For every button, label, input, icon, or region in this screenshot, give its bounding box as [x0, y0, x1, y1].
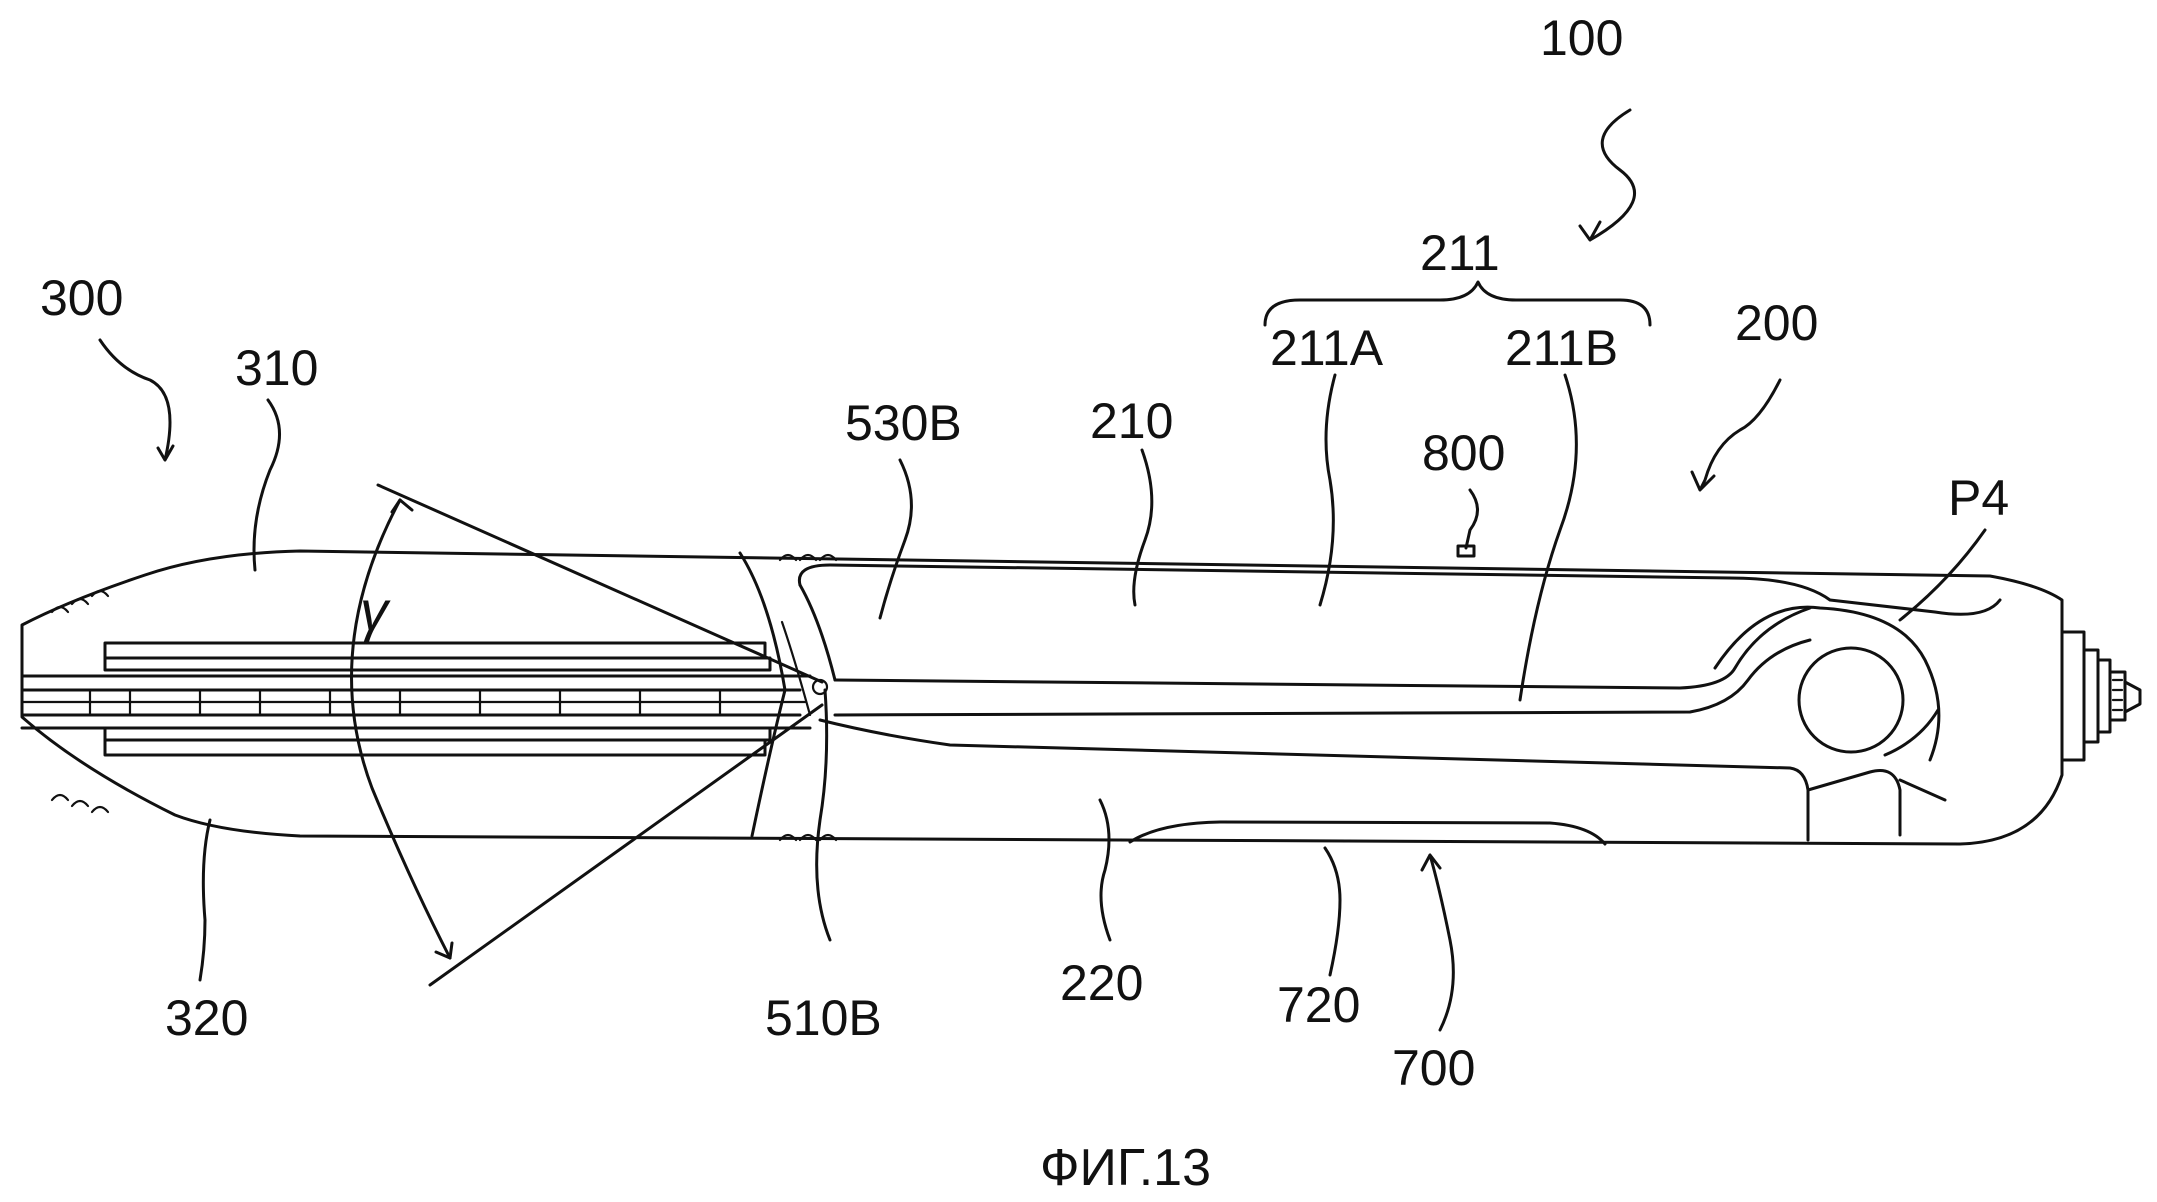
leader-211A — [1318, 373, 1337, 607]
cord-connector — [2060, 630, 2142, 762]
heating-plate-assembly — [20, 641, 829, 757]
label-700: 700 — [1392, 1040, 1475, 1096]
leader-530B — [878, 458, 913, 620]
label-gamma: γ — [360, 579, 391, 642]
label-100: 100 — [1540, 10, 1623, 66]
label-310: 310 — [235, 340, 318, 396]
upper-arm-panel — [797, 563, 2002, 616]
device-drawing — [20, 483, 2142, 987]
label-320: 320 — [165, 990, 248, 1046]
label-211A: 211A — [1270, 320, 1384, 376]
ribs-upper — [50, 553, 838, 842]
leader-210 — [1132, 448, 1154, 607]
leader-700 — [1420, 853, 1455, 1032]
pivot-circle-p4 — [1797, 646, 1905, 754]
label-211: 211 — [1420, 225, 1500, 281]
label-510B: 510B — [765, 990, 882, 1046]
grip-720 — [1128, 820, 1607, 846]
label-211B: 211B — [1505, 320, 1618, 376]
lower-arm-panel — [818, 718, 1810, 842]
label-530B: 530B — [845, 395, 962, 451]
label-800: 800 — [1422, 425, 1505, 481]
reference-labels: 100 211 211A 211B 200 300 310 530B 210 8… — [40, 10, 2009, 1096]
leader-lines — [98, 108, 1987, 1032]
label-300: 300 — [40, 270, 123, 326]
leader-300 — [98, 338, 175, 462]
leader-200 — [1690, 378, 1782, 492]
leader-510B — [815, 688, 832, 942]
leader-211B — [1518, 373, 1578, 702]
leader-220 — [1098, 798, 1112, 942]
label-220: 220 — [1060, 955, 1143, 1011]
label-P4: P4 — [1948, 470, 2009, 526]
leader-100 — [1578, 108, 1637, 242]
leader-P4 — [1898, 528, 1987, 622]
leader-310 — [252, 398, 281, 572]
label-200: 200 — [1735, 295, 1818, 351]
upper-arm-lower-edge — [833, 606, 1812, 690]
device-outer-outline — [20, 549, 2064, 846]
figure-caption: ФИГ.13 — [1040, 1139, 1211, 1197]
brace-211 — [1263, 280, 1652, 327]
leader-800 — [1464, 488, 1479, 550]
leader-320 — [198, 818, 212, 982]
label-720: 720 — [1277, 977, 1360, 1033]
leader-720 — [1323, 846, 1342, 977]
angle-gamma — [350, 483, 824, 987]
label-210: 210 — [1090, 393, 1173, 449]
